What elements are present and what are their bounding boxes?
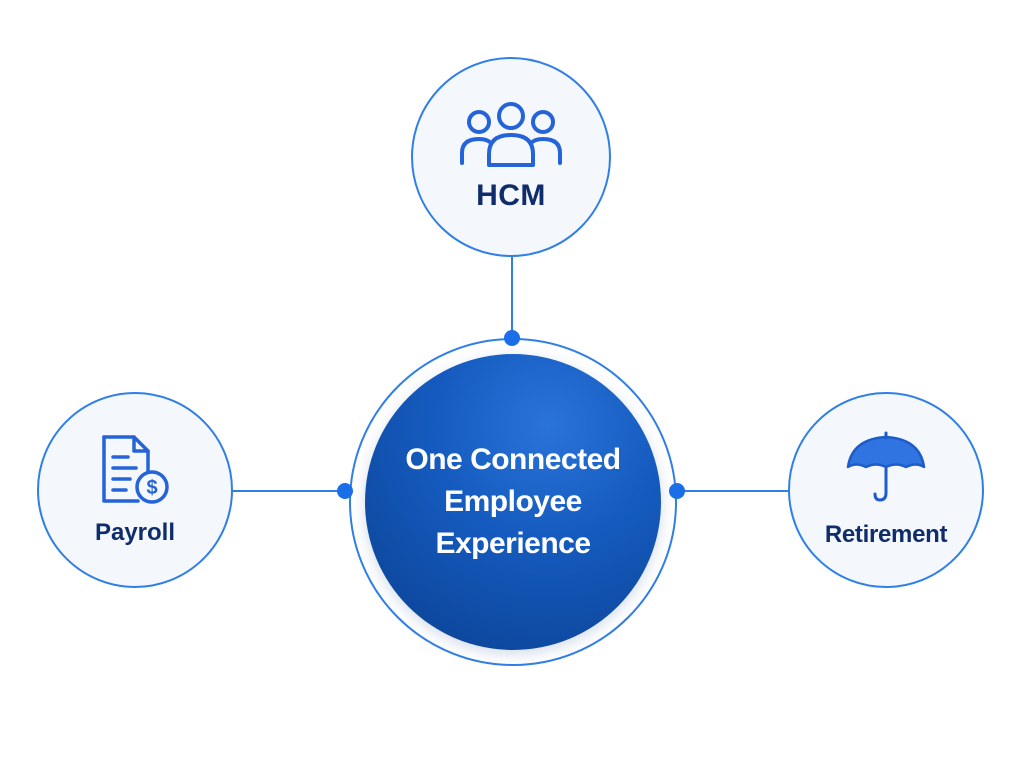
connector-dot-right [669,483,685,499]
node-retirement-label: Retirement [824,521,948,548]
payroll-document-icon: $ [102,435,169,504]
node-retirement: Retirement [788,392,984,588]
node-payroll-label: Payroll [94,519,176,546]
people-group-icon [460,102,562,167]
node-hcm-label: HCM [476,179,546,212]
connector-dot-left [337,483,353,499]
connector-dot-top [504,330,520,346]
center-label: One Connected Employee Experience [405,443,621,560]
node-hcm: HCM [411,57,611,257]
svg-text:$: $ [146,477,157,499]
node-payroll: $ Payroll [37,392,233,588]
umbrella-icon [846,431,926,502]
center-hub: One Connected Employee Experience [365,354,661,650]
